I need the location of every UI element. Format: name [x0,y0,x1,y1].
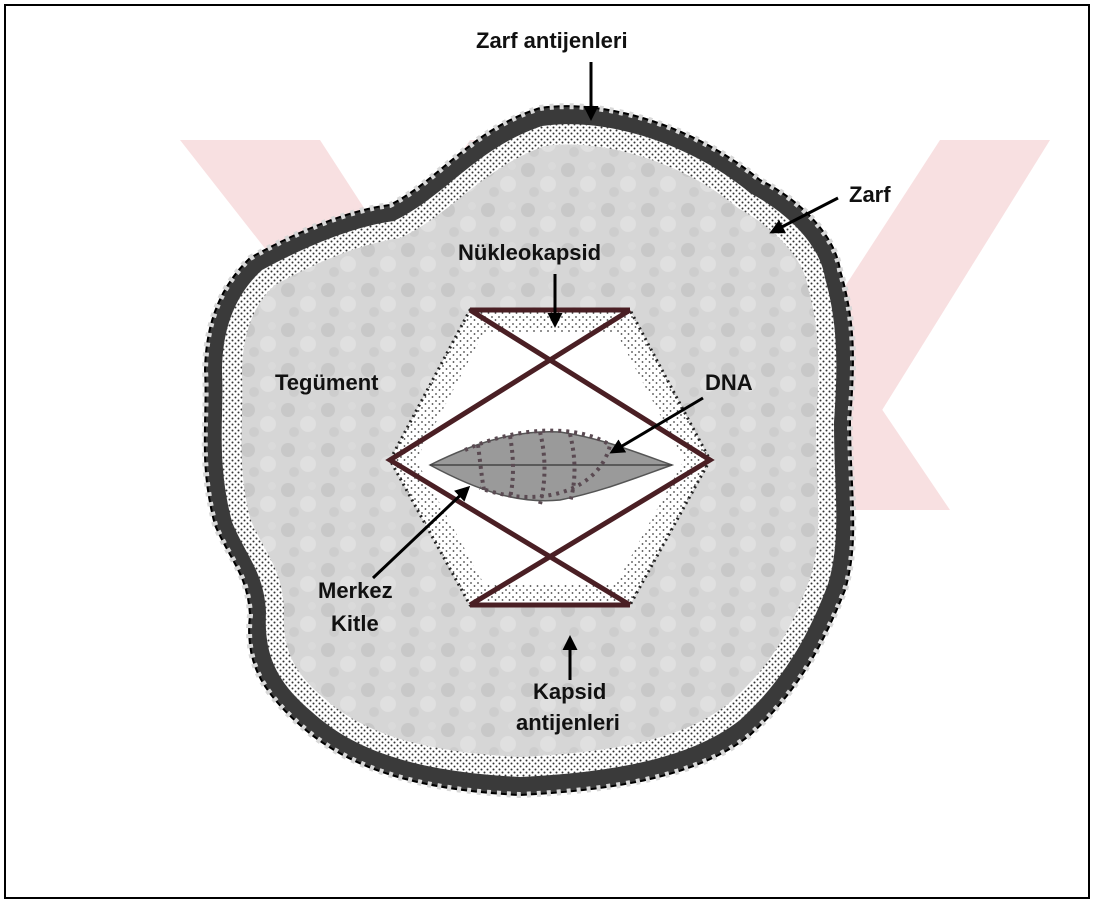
label-capsid-antigens-line1: Kapsid [533,679,606,704]
label-dna: DNA [705,370,753,395]
label-nucleocapsid: Nükleokapsid [458,240,601,265]
label-core-line1: Merkez [318,578,393,603]
label-core-line2: Kitle [331,611,379,636]
label-tegument: Tegüment [275,370,379,395]
label-envelope: Zarf [849,182,891,207]
label-envelope-antigens: Zarf antijenleri [476,28,628,53]
label-capsid-antigens-line2: antijenleri [516,710,620,735]
